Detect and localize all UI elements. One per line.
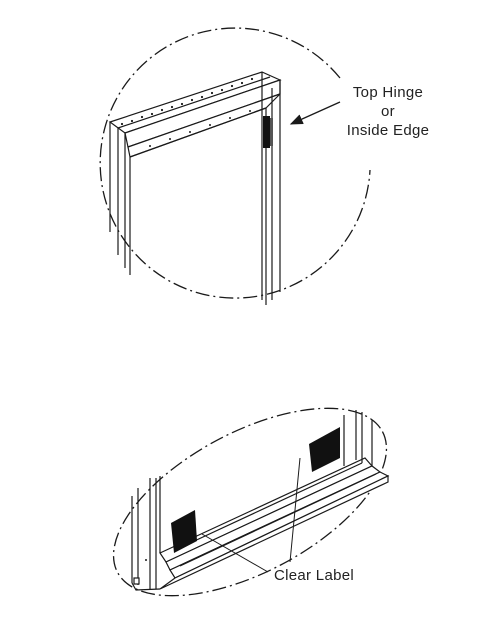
- screw-holes: [120, 77, 254, 147]
- top-frame-header: [108, 71, 282, 158]
- top-left-jamb: [109, 122, 131, 275]
- callout-top-line1: Top Hinge: [352, 84, 424, 101]
- clear-label-leaders: [201, 457, 301, 573]
- callout-top-line3: Inside Edge: [346, 122, 430, 139]
- bottom-detail-ellipse: [112, 407, 388, 597]
- top-hinge-callout: Top Hinge or Inside Edge: [332, 83, 444, 140]
- bottom-sill: [159, 457, 390, 590]
- top-detail-group: [99, 27, 371, 305]
- callout-bottom-label: Clear Label: [273, 567, 354, 584]
- bottom-detail-group: [112, 407, 390, 597]
- top-callout-arrow: [289, 101, 341, 125]
- top-hinge-label: [263, 116, 270, 148]
- bottom-left-jamb: [131, 476, 161, 591]
- top-detail-circle: [99, 27, 371, 299]
- clear-label-left: [171, 510, 197, 553]
- callout-top-line2: or: [381, 103, 395, 120]
- top-hinge-label-edge: [270, 118, 273, 146]
- bottom-right-jamb: [343, 410, 373, 466]
- clear-label-right: [309, 427, 340, 472]
- clear-label-callout: Clear Label: [258, 566, 370, 585]
